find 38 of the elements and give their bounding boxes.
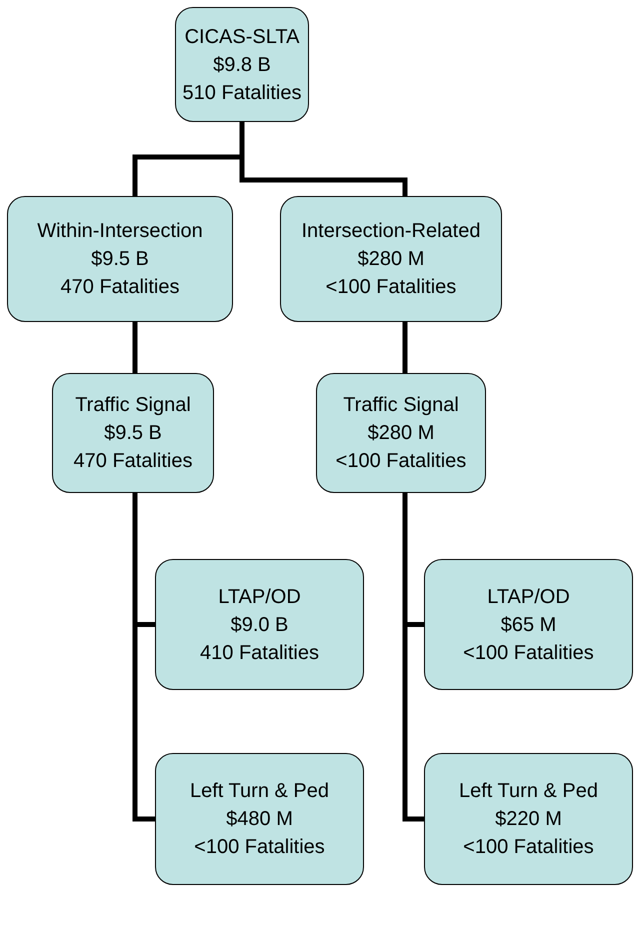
node-text: LTAP/OD	[487, 584, 570, 610]
node-box	[155, 753, 364, 885]
node-text: LTAP/OD	[218, 584, 301, 610]
node-text: Intersection-Related	[302, 219, 480, 244]
node-text: $9.8 B	[213, 52, 271, 78]
connector-line	[402, 322, 408, 373]
node-box	[424, 753, 633, 885]
node-text: 410 Fatalities	[200, 640, 319, 666]
node-text: 510 Fatalities	[182, 80, 302, 106]
node-box	[155, 559, 364, 690]
node-box	[424, 559, 633, 690]
node-text: <100 Fatalities	[463, 640, 594, 666]
node-text: <100 Fatalities	[326, 275, 456, 300]
node-text: Traffic Signal	[75, 393, 191, 418]
node-box	[280, 196, 502, 322]
node-text: CICAS-SLTA	[184, 24, 300, 50]
node-text: $9.5 B	[91, 247, 149, 272]
node-text: <100 Fatalities	[463, 835, 594, 860]
node-text: $65 M	[500, 612, 556, 638]
node-text: 470 Fatalities	[74, 449, 192, 474]
node-text: <100 Fatalities	[194, 835, 325, 860]
node-text: Left Turn & Ped	[190, 779, 329, 804]
node-box	[7, 196, 233, 322]
node-text: $9.0 B	[230, 612, 288, 638]
node-text: $280 M	[358, 247, 424, 272]
node-text: $220 M	[495, 807, 562, 832]
node-text: Left Turn & Ped	[459, 779, 598, 804]
node-text: 470 Fatalities	[60, 275, 180, 300]
node-text: Traffic Signal	[343, 393, 459, 418]
node-text: <100 Fatalities	[336, 449, 466, 474]
node-text: $280 M	[368, 421, 434, 446]
node-text: Within-Intersection	[37, 219, 203, 244]
connector-line	[132, 322, 138, 373]
node-text: $480 M	[226, 807, 293, 832]
node-box	[316, 373, 486, 493]
node-box	[52, 373, 214, 493]
node-box	[175, 7, 309, 122]
node-text: $9.5 B	[104, 421, 162, 446]
